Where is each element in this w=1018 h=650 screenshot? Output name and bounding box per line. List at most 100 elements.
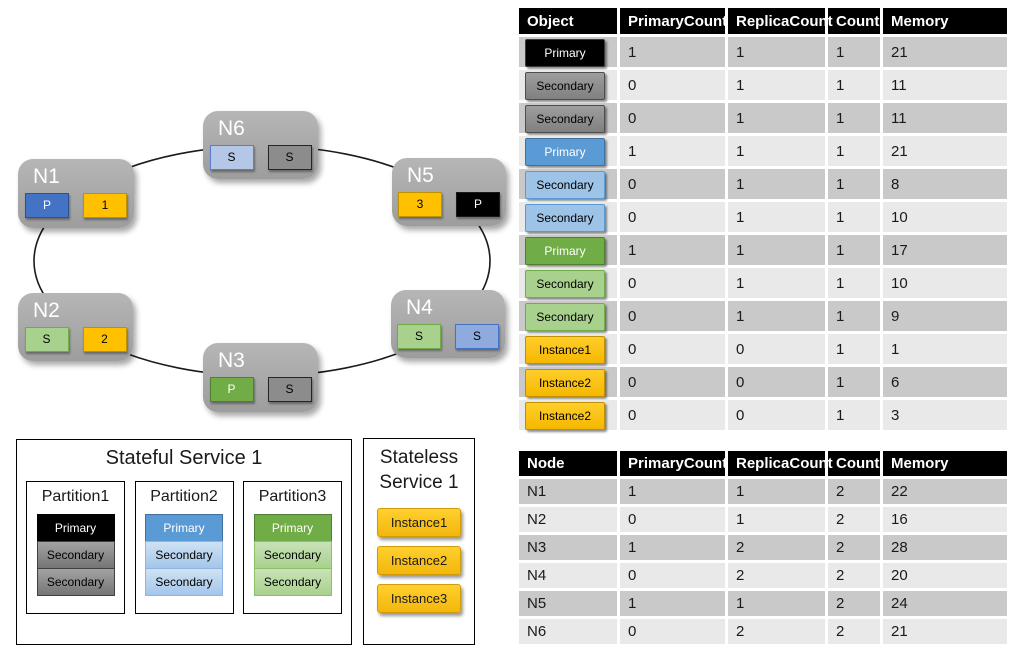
value-cell: 0 bbox=[620, 563, 725, 588]
value-cell: 1 bbox=[828, 367, 880, 397]
column-header: PrimaryCount bbox=[620, 8, 727, 34]
value-cell: 1 bbox=[828, 268, 880, 298]
object-chip: Secondary bbox=[525, 269, 605, 298]
value-cell: 0 bbox=[620, 301, 725, 331]
value-cell: 0 bbox=[620, 400, 725, 430]
row-label-cell: N4 bbox=[519, 563, 617, 588]
value-cell: 1 bbox=[828, 37, 880, 67]
value-cell: 22 bbox=[883, 479, 1007, 504]
stateless-service-title: Stateless Service 1 bbox=[379, 447, 459, 493]
value-cell: 0 bbox=[620, 334, 725, 364]
value-cell: 0 bbox=[620, 202, 725, 232]
row-label-cell: N1 bbox=[519, 479, 617, 504]
value-cell: 0 bbox=[620, 169, 725, 199]
value-cell: 2 bbox=[828, 591, 880, 616]
object-chip: Instance2 bbox=[525, 401, 605, 430]
value-cell: 1 bbox=[728, 479, 825, 504]
node-label: N6 bbox=[218, 117, 245, 140]
replica-box: Secondary bbox=[253, 568, 332, 596]
replica-chip: P bbox=[25, 193, 69, 219]
value-cell: 2 bbox=[828, 563, 880, 588]
value-cell: 10 bbox=[883, 202, 1007, 232]
value-cell: 11 bbox=[883, 103, 1007, 133]
value-cell: 0 bbox=[620, 268, 725, 298]
value-cell: 2 bbox=[728, 563, 825, 588]
replica-chip: S bbox=[397, 324, 441, 350]
replica-box: Primary bbox=[36, 514, 115, 542]
object-chip: Secondary bbox=[525, 302, 605, 331]
value-cell: 21 bbox=[883, 37, 1007, 67]
value-cell: 20 bbox=[883, 563, 1007, 588]
value-cell: 1 bbox=[620, 136, 725, 166]
column-header: PrimaryCount bbox=[620, 451, 727, 476]
column-header: Node bbox=[519, 451, 617, 476]
value-cell: 9 bbox=[883, 301, 1007, 331]
node-label: N1 bbox=[33, 165, 60, 188]
object-chip: Instance1 bbox=[525, 335, 605, 364]
replica-box: Primary bbox=[253, 514, 332, 542]
row-label-cell: Secondary bbox=[519, 169, 617, 199]
object-chip: Primary bbox=[525, 38, 605, 67]
node-label: N4 bbox=[406, 296, 433, 319]
replica-chip: S bbox=[455, 324, 499, 350]
value-cell: 16 bbox=[883, 507, 1007, 532]
row-label-cell: Instance2 bbox=[519, 367, 617, 397]
replica-chip: P bbox=[209, 377, 254, 403]
value-cell: 1 bbox=[620, 479, 725, 504]
partition-title: Partition3 bbox=[258, 488, 327, 505]
replica-chip: S bbox=[209, 145, 254, 171]
value-cell: 1 bbox=[728, 591, 825, 616]
value-cell: 1 bbox=[728, 268, 825, 298]
row-label-cell: N3 bbox=[519, 535, 617, 560]
value-cell: 1 bbox=[828, 70, 880, 100]
column-header: Memory bbox=[883, 451, 1007, 476]
row-label-cell: Secondary bbox=[519, 301, 617, 331]
row-label-cell: Instance1 bbox=[519, 334, 617, 364]
value-cell: 1 bbox=[728, 235, 825, 265]
replica-box: Secondary bbox=[36, 568, 115, 596]
value-cell: 17 bbox=[883, 235, 1007, 265]
value-cell: 1 bbox=[828, 103, 880, 133]
object-chip: Primary bbox=[525, 236, 605, 265]
value-cell: 10 bbox=[883, 268, 1007, 298]
row-label-cell: Instance2 bbox=[519, 400, 617, 430]
column-header: Count bbox=[828, 451, 880, 476]
value-cell: 1 bbox=[728, 202, 825, 232]
row-label-cell: Primary bbox=[519, 235, 617, 265]
instance-button: Instance3 bbox=[377, 584, 461, 614]
value-cell: 2 bbox=[828, 535, 880, 560]
column-header: Object bbox=[519, 8, 617, 34]
value-cell: 8 bbox=[883, 169, 1007, 199]
replica-box: Secondary bbox=[145, 541, 223, 569]
value-cell: 1 bbox=[828, 400, 880, 430]
value-cell: 1 bbox=[828, 235, 880, 265]
value-cell: 11 bbox=[883, 70, 1007, 100]
value-cell: 0 bbox=[620, 367, 725, 397]
partition-title: Partition2 bbox=[150, 488, 218, 505]
column-header: ReplicaCount bbox=[728, 8, 833, 34]
value-cell: 1 bbox=[883, 334, 1007, 364]
